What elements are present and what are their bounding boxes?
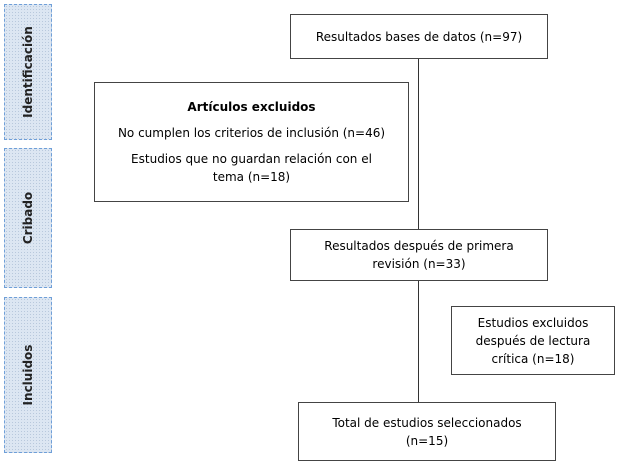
phase-label: Incluidos: [21, 344, 35, 406]
phase-label: Identificación: [21, 26, 35, 118]
box-text: Estudios excluidos después de lectura cr…: [475, 315, 591, 366]
database-results-box: Resultados bases de datos (n=97): [290, 14, 548, 59]
phase-cribado: Cribado: [4, 148, 52, 288]
excluded-critical-box: Estudios excluidos después de lectura cr…: [451, 306, 615, 375]
box-text: Estudios que no guardan relación con el …: [131, 152, 372, 184]
first-review-box: Resultados después de primera revisión (…: [290, 229, 548, 281]
box-text: Total de estudios seleccionados (n=15): [332, 415, 522, 448]
phase-identificacion: Identificación: [4, 4, 52, 140]
phase-incluidos: Incluidos: [4, 297, 52, 453]
connector-line: [418, 58, 419, 230]
total-selected-box: Total de estudios seleccionados (n=15): [298, 402, 556, 461]
phase-label: Cribado: [21, 191, 35, 245]
box-text: No cumplen los criterios de inclusión (n…: [117, 126, 386, 140]
box-text: Resultados bases de datos (n=97): [315, 29, 523, 44]
box-title: Artículos excluidos: [187, 100, 316, 114]
excluded-articles-box: Artículos excluidos No cumplen los crite…: [94, 82, 409, 202]
connector-line: [418, 280, 419, 403]
box-text: Resultados después de primera revisión (…: [324, 239, 514, 271]
